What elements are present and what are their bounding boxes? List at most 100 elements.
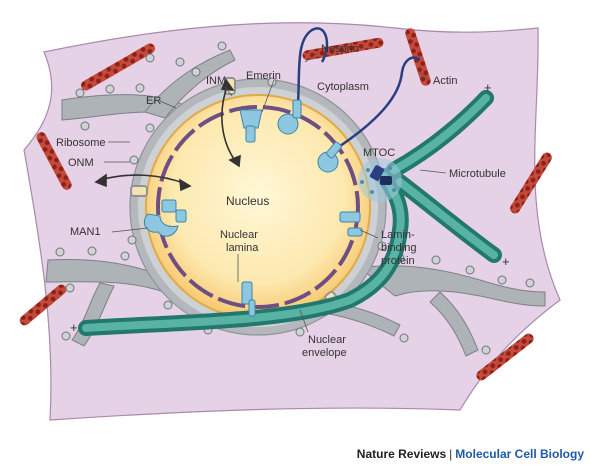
ribosomes [55,41,535,355]
label-emerin: Emerin [246,70,281,82]
actin-filament [19,284,67,326]
leader-lines [104,52,447,333]
footer-credit: Nature Reviews|Molecular Cell Biology [357,447,584,461]
actin-filaments [19,28,552,381]
labels: ER INM Emerin Nesprin Actin Cytoplasm Ri… [56,43,510,359]
label-plus-top: + [484,80,492,95]
er-upper-branch [144,49,236,119]
actin-filament [302,37,384,61]
actin-filament [36,132,72,190]
label-lamin-binding-line3: protein [381,255,415,267]
label-ribosome: Ribosome [56,137,106,149]
footer-separator: | [449,447,453,461]
journal-name: Molecular Cell Biology [455,447,584,461]
nesprin-chain [333,56,421,152]
arrow-onm [99,174,187,185]
ribosome [145,53,155,63]
label-inm: INM [206,75,226,87]
ribosome [525,278,535,288]
label-cytoplasm: Cytoplasm [317,81,369,93]
ribosome [191,67,201,77]
ribosome [105,84,115,94]
emerin-protein [239,109,263,129]
label-nuclear-envelope-line2: envelope [302,347,347,359]
mtoc-dot [366,168,370,172]
man1-protein [175,209,187,223]
ribosome [481,345,491,355]
ribosome [61,331,71,341]
label-man1: MAN1 [70,226,101,238]
er-right-branch [429,291,479,357]
label-nesprin: Nesprin [321,43,359,55]
label-nuclear-lamina-line1: Nuclear [220,229,258,241]
ribosome [497,275,507,285]
man1-protein [161,199,177,213]
lamin-binding-protein [347,227,363,237]
ribosome [65,283,75,293]
ribosome [127,235,137,245]
label-lamin-binding-line1: Lamin- [381,229,415,241]
ribosome [465,265,475,275]
mtoc-dot [388,166,392,170]
man1-protein [143,213,179,237]
ribosome [175,57,185,67]
arrowhead [228,154,241,168]
actin-filament [510,152,552,214]
label-nucleus: Nucleus [226,194,269,208]
label-microtubule: Microtubule [449,168,506,180]
lamin-binding-protein [241,281,253,305]
label-plus-left: + [70,320,78,335]
transport-arrows [94,78,241,192]
ribosome [145,123,155,133]
ribosome [129,155,139,165]
nuclear-pore [130,185,148,197]
label-nuclear-lamina-line2: lamina [226,242,259,254]
microtubule-upper-highlight [390,94,490,174]
lamin-binding-protein [248,299,256,317]
label-actin: Actin [433,75,457,87]
nuclear-lamina [156,105,360,309]
membrane-proteins [143,99,363,317]
microtubules [78,90,502,336]
label-lamin-binding-line2: binding [381,242,416,254]
label-onm: ONM [68,157,94,169]
ribosome [87,246,97,256]
actin-filament [405,28,431,86]
ribosome [431,255,441,265]
ribosome [80,121,90,131]
er-lower-right [358,265,546,307]
ribosome [55,247,65,257]
centriole [380,176,392,185]
microtubule-lower-highlight [82,172,405,332]
nesprin-chain [296,27,329,104]
ribosome [135,83,145,93]
arrowhead [94,173,107,188]
label-er: ER [146,95,161,107]
mtoc-dot [392,188,396,192]
mtoc [358,158,402,202]
ribosome [377,241,387,251]
endoplasmic-reticulum [45,49,546,357]
arrowhead [220,78,235,91]
nesprin-proteins [296,27,421,152]
ribosome [399,333,409,343]
ribosome [295,327,305,337]
mtoc-dot [360,180,364,184]
label-plus-right: + [502,254,510,269]
label-mtoc: MTOC [363,147,395,159]
emerin-protein [245,125,256,143]
nesprin-stalk [326,141,342,159]
nesprin-stalk [292,99,302,119]
nesprin-head [277,113,299,135]
ribosome [217,41,227,51]
lamin-binding-protein [339,211,361,223]
microtubule-right-highlight [396,178,498,259]
label-nuclear-envelope-line1: Nuclear [308,334,346,346]
centriole [369,165,385,181]
ribosome [163,300,173,310]
ribosome [75,88,85,98]
ribosome [120,251,130,261]
arrow-inm [221,83,237,163]
actin-filament [476,333,534,381]
